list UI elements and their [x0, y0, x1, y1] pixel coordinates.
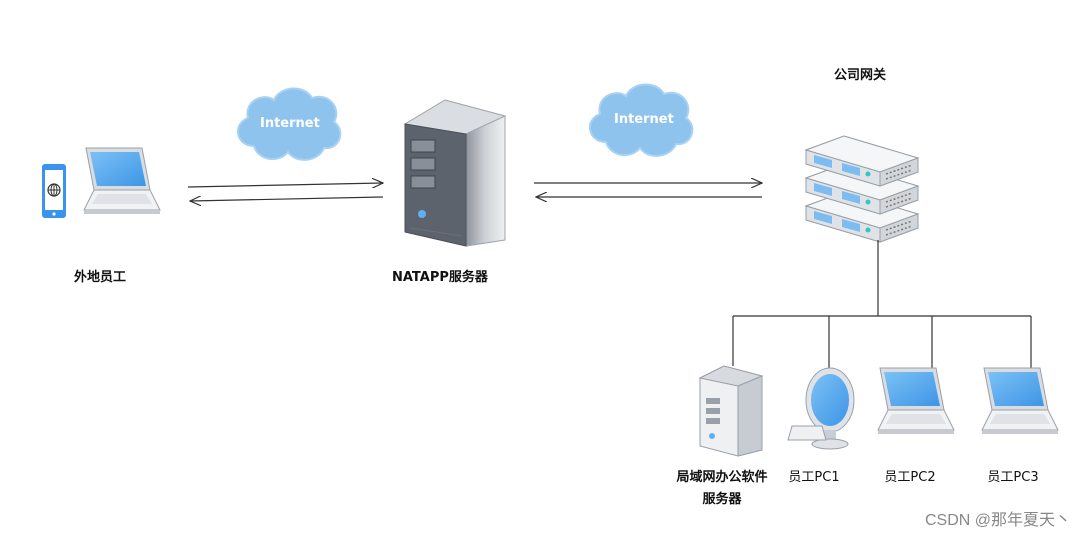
- pc1-label: 员工PC1: [788, 470, 840, 485]
- company-gateway-label: 公司网关: [834, 68, 887, 83]
- watermark: CSDN @那年夏天丶: [924, 512, 1071, 529]
- gateway-server-icon: [805, 135, 919, 243]
- cloud-label: Internet: [260, 116, 320, 131]
- arrow-to-natapp: [187, 183, 383, 187]
- natapp-server-label: NATAPP服务器: [392, 270, 488, 285]
- lan-lines: [732, 240, 1032, 370]
- phone-icon: [42, 164, 66, 218]
- tower-server-icon: [403, 99, 507, 247]
- arrow-to-remote: [190, 197, 384, 201]
- remote-employee-label: 外地员工: [74, 270, 127, 285]
- pc3-label: 员工PC3: [987, 470, 1039, 485]
- laptop-icon: [83, 147, 161, 215]
- cloud-label: Internet: [614, 112, 674, 127]
- lan-server-label-line1: 局域网办公软件: [676, 470, 768, 485]
- laptop-icon: [877, 367, 955, 435]
- pc2-label: 员工PC2: [884, 470, 936, 485]
- laptop-icon: [981, 367, 1059, 435]
- monitor-icon: [787, 367, 855, 450]
- lan-server-label-line2: 服务器: [702, 492, 742, 507]
- lan-server-icon: [698, 365, 764, 457]
